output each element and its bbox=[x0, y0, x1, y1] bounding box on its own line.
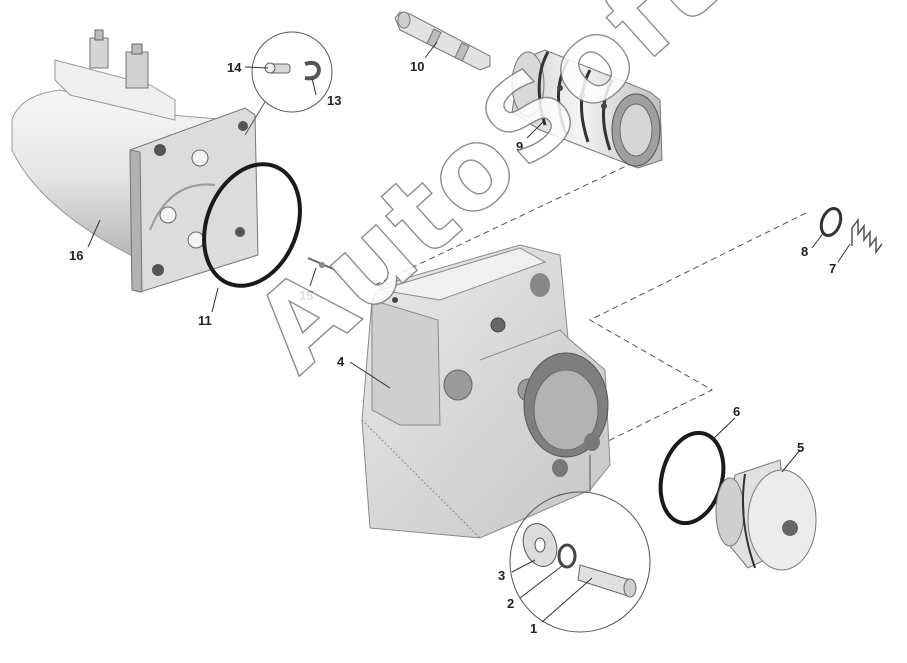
part-5-plug bbox=[715, 459, 817, 571]
callout-15: 15 bbox=[299, 288, 314, 303]
callout-6: 6 bbox=[733, 404, 741, 419]
callout-10: 10 bbox=[410, 59, 425, 74]
detail-circle-1-2-3 bbox=[509, 455, 651, 633]
part-8-snap-ring bbox=[819, 206, 843, 238]
callout-4: 4 bbox=[337, 354, 345, 369]
callout-5: 5 bbox=[797, 440, 805, 455]
part-10-spool bbox=[394, 11, 491, 71]
callout-2: 2 bbox=[507, 596, 515, 611]
callout-1: 1 bbox=[530, 621, 538, 636]
leader-lines bbox=[87, 41, 851, 623]
part-9-sleeve bbox=[511, 49, 663, 169]
part-11-o-ring bbox=[202, 162, 302, 288]
part-15-pin bbox=[307, 257, 341, 273]
callout-16: 16 bbox=[69, 248, 84, 263]
part-7-spring bbox=[851, 217, 883, 255]
callout-9: 9 bbox=[516, 139, 524, 154]
callout-7: 7 bbox=[829, 261, 837, 276]
callout-3: 3 bbox=[498, 568, 506, 583]
callout-14: 14 bbox=[227, 60, 242, 75]
main-housing bbox=[361, 244, 611, 539]
detail-circle-13-14 bbox=[244, 31, 333, 136]
callout-8: 8 bbox=[801, 244, 809, 259]
part-16-actuator bbox=[11, 29, 259, 293]
callout-13: 13 bbox=[327, 93, 342, 108]
callout-11: 11 bbox=[198, 313, 212, 328]
